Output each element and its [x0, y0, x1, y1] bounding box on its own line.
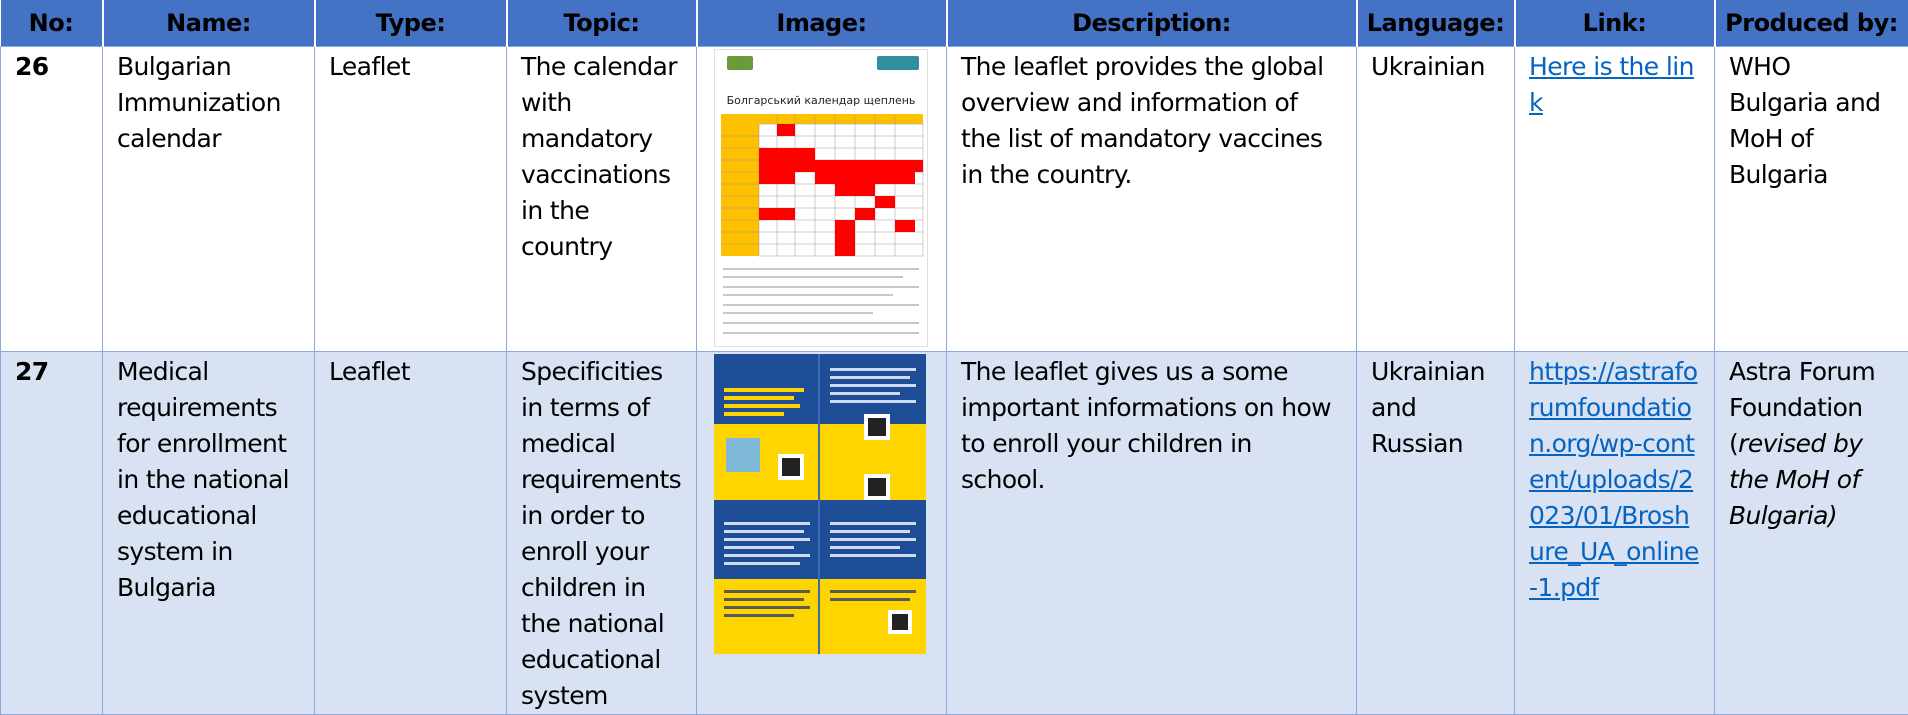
cell-no: 27 [1, 352, 103, 715]
cell-topic: The calendar with mandatory vaccinations… [507, 47, 697, 352]
header-language: Language: [1357, 0, 1515, 47]
cell-image: Болгарський календар щеплень [697, 47, 947, 352]
producer-revision-note: revised by the MoH of Bulgaria) [1729, 429, 1862, 530]
calendar-grid [715, 50, 927, 346]
link-calendar[interactable]: Here is the link [1529, 52, 1694, 117]
table-row: 26 Bulgarian Immunization calendar Leafl… [1, 47, 1908, 352]
cell-topic: Specificities in terms of medical requir… [507, 352, 697, 715]
cell-image [697, 352, 947, 715]
cell-description: The leaflet gives us a some important in… [947, 352, 1357, 715]
cell-no: 26 [1, 47, 103, 352]
calendar-leaflet-thumbnail: Болгарський календар щеплень [714, 49, 928, 347]
link-brochure-pdf[interactable]: https://astraforumfoundation.org/wp-cont… [1529, 357, 1699, 602]
cell-description: The leaflet provides the global overview… [947, 47, 1357, 352]
cell-name: Medical requirements for enrollment in t… [103, 352, 315, 715]
header-row: No: Name: Type: Topic: Image: Descriptio… [1, 0, 1908, 47]
header-description: Description: [947, 0, 1357, 47]
cell-type: Leaflet [315, 47, 507, 352]
cell-produced-by: Astra Forum Foundation (revised by the M… [1715, 352, 1908, 715]
header-name: Name: [103, 0, 315, 47]
header-type: Type: [315, 0, 507, 47]
header-produced-by: Produced by: [1715, 0, 1908, 47]
table-row: 27 Medical requirements for enrollment i… [1, 352, 1908, 715]
cell-name: Bulgarian Immunization calendar [103, 47, 315, 352]
cell-language: Ukrainian and Russian [1357, 352, 1515, 715]
cell-type: Leaflet [315, 352, 507, 715]
school-leaflet-thumbnail [714, 354, 926, 654]
header-image: Image: [697, 0, 947, 47]
header-link: Link: [1515, 0, 1715, 47]
school-leaflet-graphic [714, 354, 926, 654]
cell-link: Here is the link [1515, 47, 1715, 352]
cell-produced-by: WHO Bulgaria and MoH of Bulgaria [1715, 47, 1908, 352]
cell-language: Ukrainian [1357, 47, 1515, 352]
header-topic: Topic: [507, 0, 697, 47]
header-no: No: [1, 0, 103, 47]
cell-link: https://astraforumfoundation.org/wp-cont… [1515, 352, 1715, 715]
